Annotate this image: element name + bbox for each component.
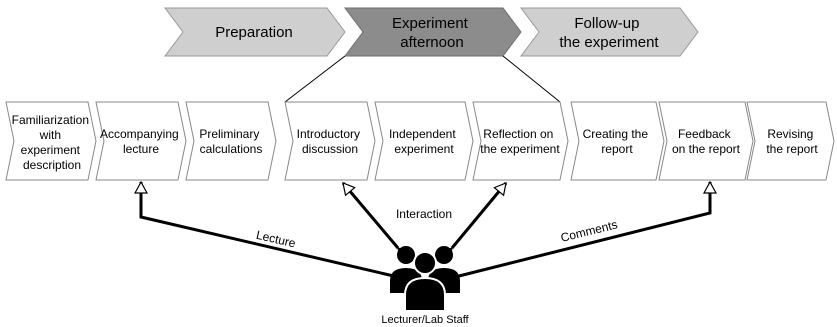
lecture-connector [141,182,399,279]
step-chevron-creating-report [570,101,665,181]
step-label-reflection: Reflection on the experiment [480,127,560,156]
phase-label-preparation: Preparation [215,24,293,41]
step-label-revising-report: Revising the report [766,127,818,156]
step-label-accompanying-lecture: Accompanying lecture [100,127,182,156]
step-chevron-preliminary-calculations [185,101,277,181]
phase-chevron-preparation [164,7,346,57]
people-group-icon [390,246,460,312]
comments-connector [454,182,710,279]
step-chevron-familiarization [5,101,97,181]
interaction-connector-left [341,182,398,248]
step-label-familiarization: Familiarization with experiment descript… [12,113,93,172]
step-chevron-introductory-discussion [284,101,376,181]
step-label-feedback-report: Feedback on the report [672,127,741,156]
step-label-introductory-discussion: Introductory discussion [297,127,364,156]
phase-chevron-follow-up [520,7,699,57]
step-label-independent-experiment: Independent experiment [389,127,459,156]
actor-label: Lecturer/Lab Staff [381,314,469,326]
connection-label-interaction: Interaction [396,207,452,221]
step-chevron-accompanying-lecture [95,101,187,181]
step-label-preliminary-calculations: Preliminary calculations [199,127,262,156]
connection-label-comments: Comments [559,217,619,245]
step-chevron-revising-report [746,101,835,181]
step-label-creating-report: Creating the report [583,127,652,156]
interaction-connector-right [452,183,508,248]
step-chevron-independent-experiment [374,101,474,181]
phase-row: Preparation Experiment afternoon Follow-… [164,7,699,57]
step-chevron-feedback-report [658,101,754,181]
phase-label-experiment-afternoon: Experiment afternoon [392,15,472,51]
phase-label-follow-up: Follow-up the experiment [559,15,659,51]
step-chevron-reflection [472,101,569,181]
connections: Lecture Interaction Comments [141,182,710,279]
phase-expansion-lines [284,55,561,103]
step-row: Familiarization with experiment descript… [5,101,835,181]
